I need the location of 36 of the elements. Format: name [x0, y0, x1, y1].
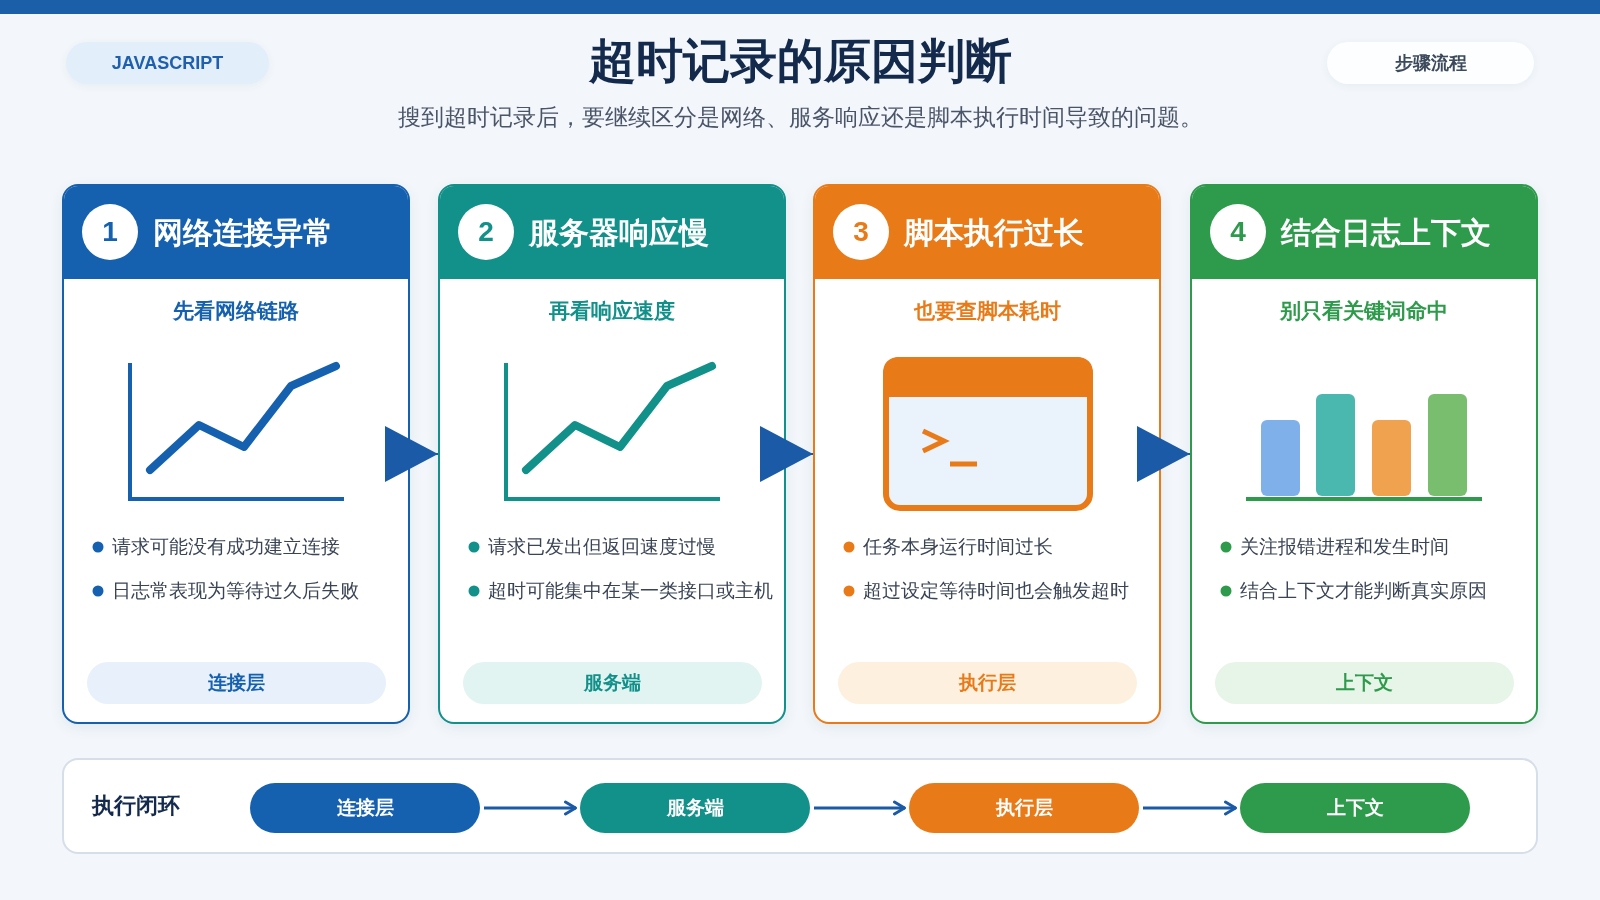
bullet-text: 日志常表现为等待过久后失败: [112, 579, 359, 603]
bullet-text: 结合上下文才能判断真实原因: [1240, 579, 1487, 603]
arrow: [385, 426, 439, 482]
bullet-text: 请求可能没有成功建立连接: [112, 535, 340, 559]
step-card: [438, 184, 786, 724]
tag-pill: 连接层: [87, 662, 386, 704]
card-subtitle: 也要查脚本耗时: [913, 298, 1061, 324]
flow-pill: 连接层: [250, 783, 480, 833]
tag-pill: 执行层: [838, 662, 1137, 704]
arrow: [1143, 800, 1237, 816]
arrow: [1137, 426, 1191, 482]
bullet-text: 请求已发出但返回速度过慢: [488, 535, 716, 559]
card-subtitle: 再看响应速度: [549, 298, 675, 324]
flow-pill: 上下文: [1240, 783, 1470, 833]
step-card: [813, 184, 1161, 724]
bullet-text: 超时可能集中在某一类接口或主机: [488, 579, 773, 603]
step-card: [1190, 184, 1538, 724]
tag-pill: JAVASCRIPT: [66, 42, 269, 84]
title: 超时记录的原因判断: [588, 33, 1012, 89]
flow-band: [62, 758, 1538, 854]
flow-pill: 执行层: [909, 783, 1139, 833]
tag-pill: 上下文: [1215, 662, 1514, 704]
step-card: [62, 184, 410, 724]
subtitle: 搜到超时记录后，要继续区分是网络、服务响应还是脚本执行时间导致的问题。: [397, 103, 1203, 132]
card-subtitle: 别只看关键词命中: [1280, 298, 1448, 324]
arrow: [484, 800, 577, 816]
arrow: [814, 800, 906, 816]
tag-pill: 步骤流程: [1327, 42, 1534, 84]
bullet-text: 关注报错进程和发生时间: [1240, 535, 1449, 559]
bullet-text: 超过设定等待时间也会触发超时: [863, 579, 1129, 603]
tag-pill: 服务端: [463, 662, 762, 704]
arrow: [760, 426, 814, 482]
flow-pill: 服务端: [580, 783, 810, 833]
band-label: 执行闭环: [92, 792, 180, 820]
card-subtitle: 先看网络链路: [173, 298, 299, 324]
bullet-text: 任务本身运行时间过长: [863, 535, 1053, 559]
